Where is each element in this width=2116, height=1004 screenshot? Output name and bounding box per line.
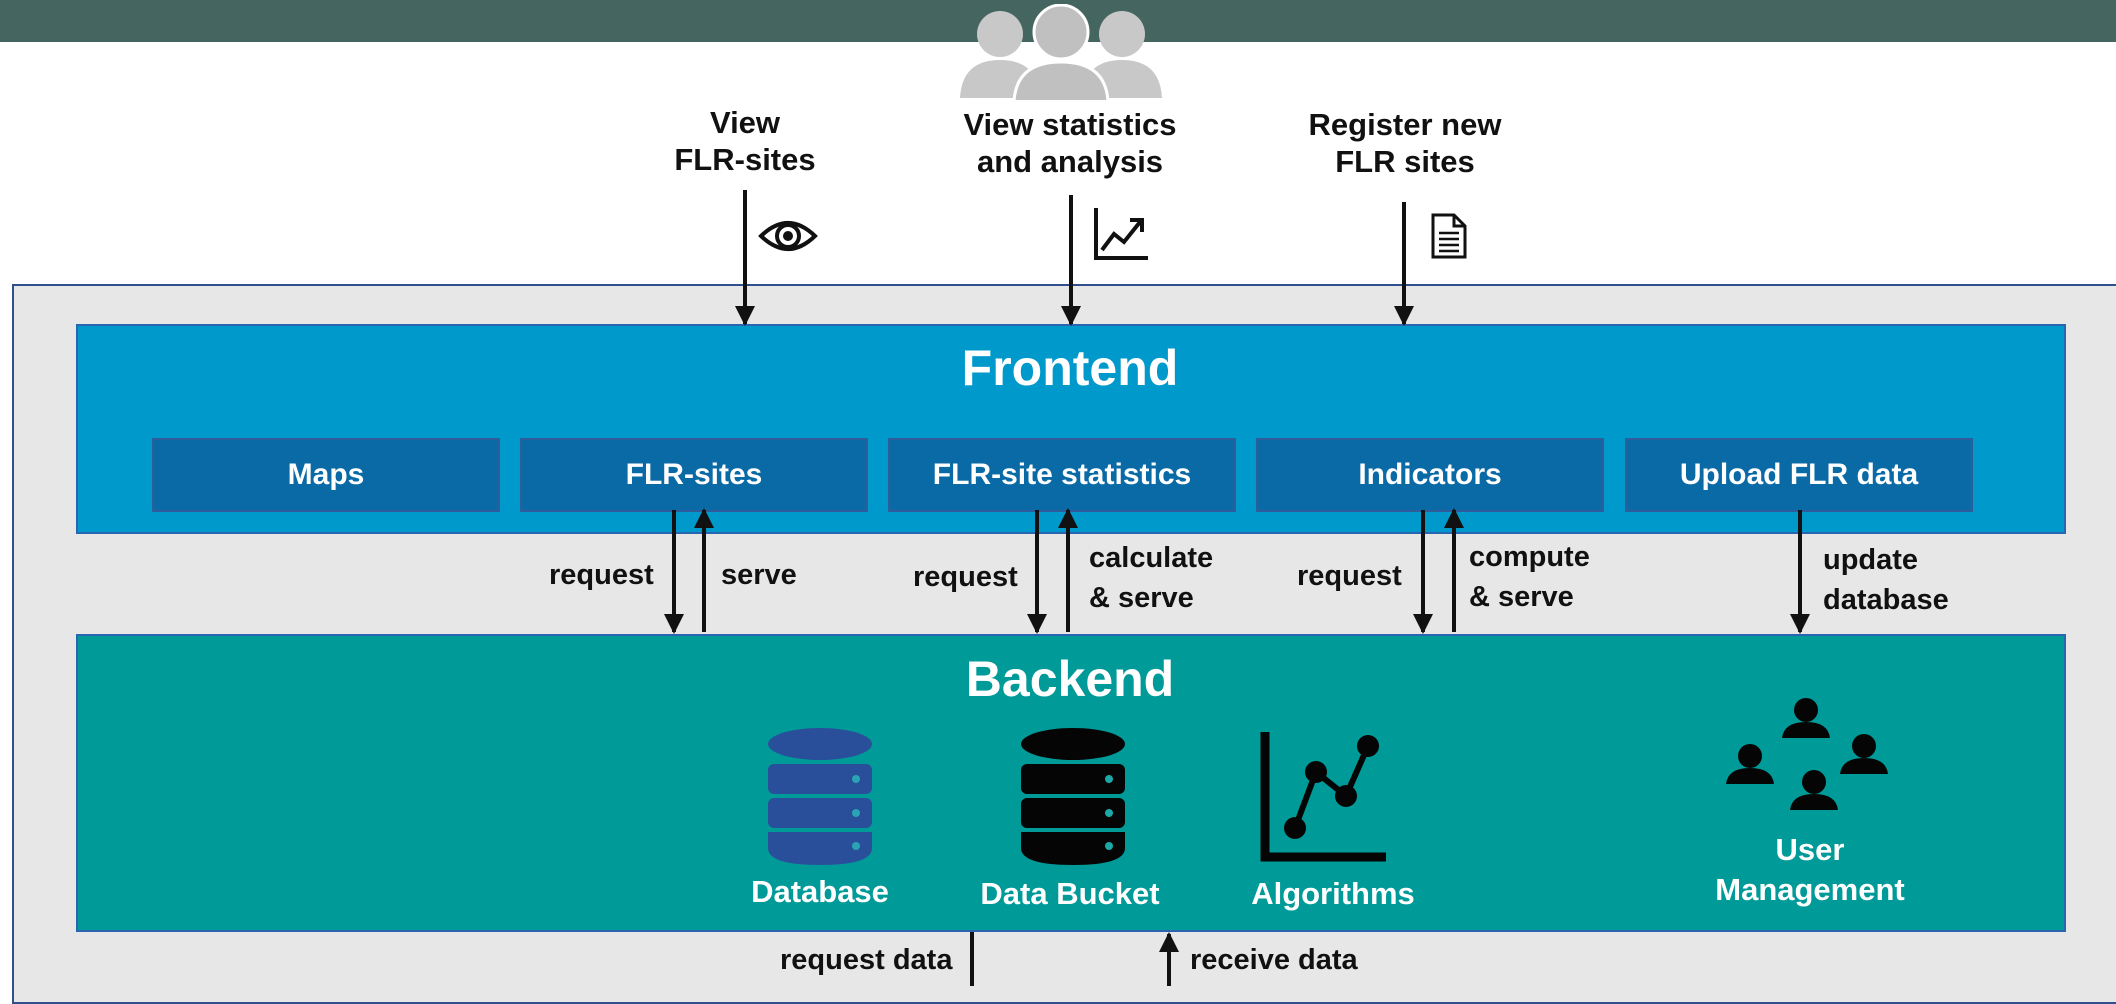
eye-icon — [758, 221, 818, 251]
component-user-management-label: User Management — [1715, 832, 1905, 907]
component-database-label: Database — [751, 874, 889, 909]
module-upload-flr-data: Upload FLR data — [1625, 438, 1973, 512]
algorithm-chart-icon — [1260, 732, 1386, 862]
label-flr-sites-serve: serve — [721, 559, 797, 591]
label-indicators-response: compute & serve — [1469, 541, 1590, 613]
database-icon — [768, 728, 872, 865]
backend-title: Backend — [965, 651, 1175, 707]
label-upload-update: update database — [1823, 544, 1949, 616]
module-indicators: Indicators — [1256, 438, 1604, 512]
module-flr-sites: FLR-sites — [520, 438, 868, 512]
label-flr-sites-request: request — [549, 559, 654, 591]
module-maps: Maps — [152, 438, 500, 512]
users-icon — [960, 4, 1162, 100]
frontend-title: Frontend — [961, 340, 1179, 396]
component-data-bucket-label: Data Bucket — [980, 876, 1160, 911]
label-request-data: request data — [780, 944, 953, 976]
data-bucket-icon — [1021, 728, 1125, 865]
label-indicators-request: request — [1297, 560, 1402, 592]
label-statistics-response: calculate & serve — [1089, 542, 1214, 614]
label-statistics-request: request — [913, 561, 1018, 593]
module-flr-site-statistics: FLR-site statistics — [888, 438, 1236, 512]
label-receive-data: receive data — [1190, 944, 1358, 976]
document-icon — [1431, 213, 1467, 259]
component-algorithms-label: Algorithms — [1251, 876, 1415, 911]
actor-register-flr-sites: Register new FLR sites — [1308, 107, 1502, 179]
user-group-icon — [1726, 698, 1888, 810]
actor-view-statistics: View statistics and analysis — [963, 107, 1177, 179]
actor-view-flr-sites: View FLR-sites — [674, 105, 816, 177]
chart-line-icon — [1094, 208, 1148, 260]
